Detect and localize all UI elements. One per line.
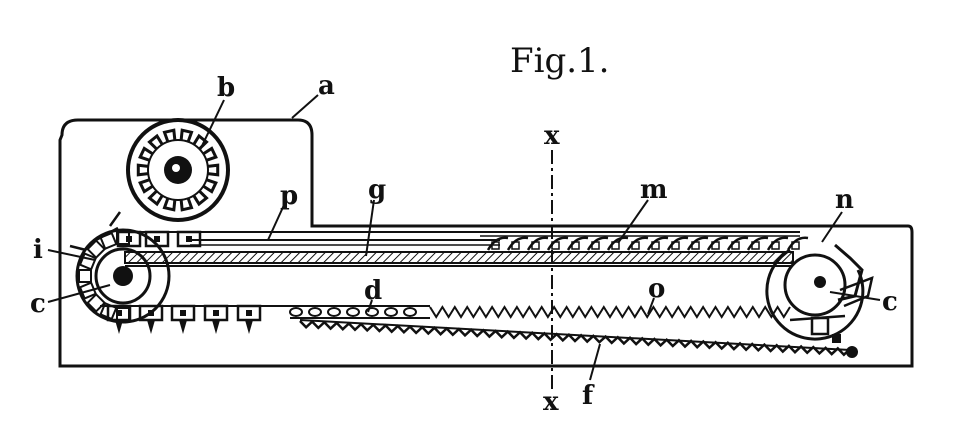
label-c-left: c [30,289,46,319]
label-b: b [217,73,235,103]
label-d: d [364,276,382,306]
label-i: i [33,235,43,265]
frame-outline [58,118,914,368]
roller-b-teeth [136,128,220,212]
label-g: g [368,175,386,205]
label-o: o [648,274,665,304]
label-m: m [640,175,668,205]
figure-title: Fig.1. [510,41,609,81]
label-x-top: x [544,121,560,151]
spring-o [429,305,791,319]
bottom-spiked-clips [100,304,290,334]
label-n: n [835,185,854,215]
top-chain-plates-m [480,235,809,251]
label-p: p [280,181,298,211]
label-c-right: c [882,287,898,317]
label-a: a [318,71,335,101]
roller-b [126,118,230,222]
bottom-chain-d [289,305,430,319]
top-clips [116,230,202,248]
upper-belt-p [130,231,800,246]
label-f: f [582,381,595,411]
hatched-bar-g [124,251,794,264]
right-sprocket [765,243,874,343]
rod-f [299,319,858,358]
label-x-bottom: x [543,387,559,417]
leader-lines [47,94,881,381]
